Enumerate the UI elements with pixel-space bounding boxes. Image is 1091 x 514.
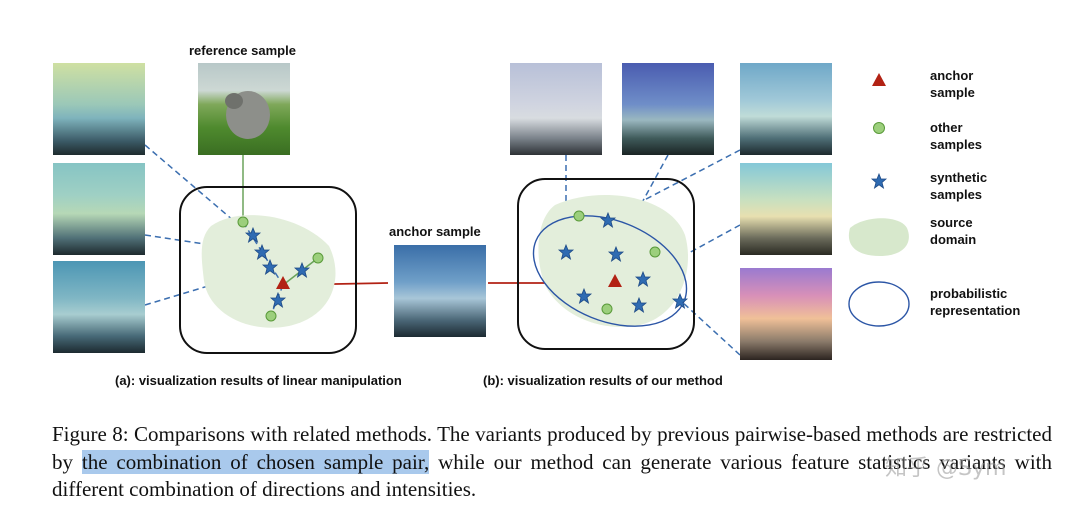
variant-thumbnail-b4 xyxy=(740,163,832,255)
variant-thumbnail-b3 xyxy=(740,63,832,155)
caption-part-1: Figure 8: Comparisons with related metho… xyxy=(52,422,1052,474)
variant-thumbnail-b5 xyxy=(740,268,832,360)
other-sample-marker xyxy=(601,303,613,315)
legend-other-icon xyxy=(873,122,885,134)
legend-anchor-text: anchor sample xyxy=(930,68,975,100)
synthetic-stars-a xyxy=(244,226,311,308)
figure-caption: Figure 8: Comparisons with related metho… xyxy=(52,421,1052,504)
synthetic-star xyxy=(607,245,625,262)
synthetic-star xyxy=(253,243,271,260)
reference-rock xyxy=(225,91,270,139)
legend-other-text: other samples xyxy=(930,120,983,152)
caption-highlight[interactable]: the combination of chosen sample pair, xyxy=(81,449,430,474)
synthetic-star xyxy=(671,292,689,309)
synthetic-star xyxy=(244,226,262,243)
variant-thumbnail-b2 xyxy=(622,63,714,155)
feature-space-plot-b xyxy=(532,195,689,327)
anchor-sample-image xyxy=(394,245,486,337)
anchor-marker xyxy=(608,274,622,287)
variant-thumbnail-b1 xyxy=(510,63,602,155)
anchor-sample-label: anchor sample xyxy=(389,224,481,239)
synthetic-star xyxy=(557,243,575,260)
caption-part-2: while our method can generate various fe… xyxy=(52,449,1053,502)
legend-synthetic-text: synthetic samples xyxy=(930,170,988,202)
other-sample-marker xyxy=(265,310,277,322)
synthetic-star xyxy=(634,270,652,287)
legend-domain-text: source domain xyxy=(930,215,977,247)
variant-thumbnail-a3 xyxy=(53,261,145,353)
other-sample-marker xyxy=(649,246,661,258)
other-sample-marker xyxy=(573,210,585,222)
reference-sample-label: reference sample xyxy=(189,43,296,58)
synthetic-star xyxy=(599,211,617,228)
feature-space-box-a xyxy=(179,186,357,354)
synthetic-star xyxy=(261,258,279,275)
legend-ellipse-text: probabilistic representation xyxy=(930,286,1021,318)
variant-thumbnail-a2 xyxy=(53,163,145,255)
synthetic-star xyxy=(575,287,593,304)
legend-ellipse-icon xyxy=(848,281,910,327)
variant-thumbnail-a1 xyxy=(53,63,145,155)
panel-a-caption: (a): visualization results of linear man… xyxy=(115,373,402,388)
markers-a xyxy=(237,216,324,322)
legend-domain-icon xyxy=(848,218,909,256)
synthetic-star xyxy=(269,291,287,308)
reference-sample-image xyxy=(198,63,290,155)
source-domain-b xyxy=(538,195,688,327)
watermark: 知乎 @Sym xyxy=(885,456,1007,481)
anchor-marker xyxy=(276,276,290,289)
other-sample-marker xyxy=(312,252,324,264)
legend-synthetic-icon xyxy=(870,172,888,189)
legend-anchor-icon xyxy=(872,73,886,86)
other-sample-marker xyxy=(237,216,249,228)
legend-icons xyxy=(848,73,910,327)
panel-b-caption: (b): visualization results of our method xyxy=(483,373,723,388)
synthetic-star xyxy=(293,261,311,278)
synthetic-star xyxy=(630,296,648,313)
feature-space-box-b xyxy=(517,178,695,350)
